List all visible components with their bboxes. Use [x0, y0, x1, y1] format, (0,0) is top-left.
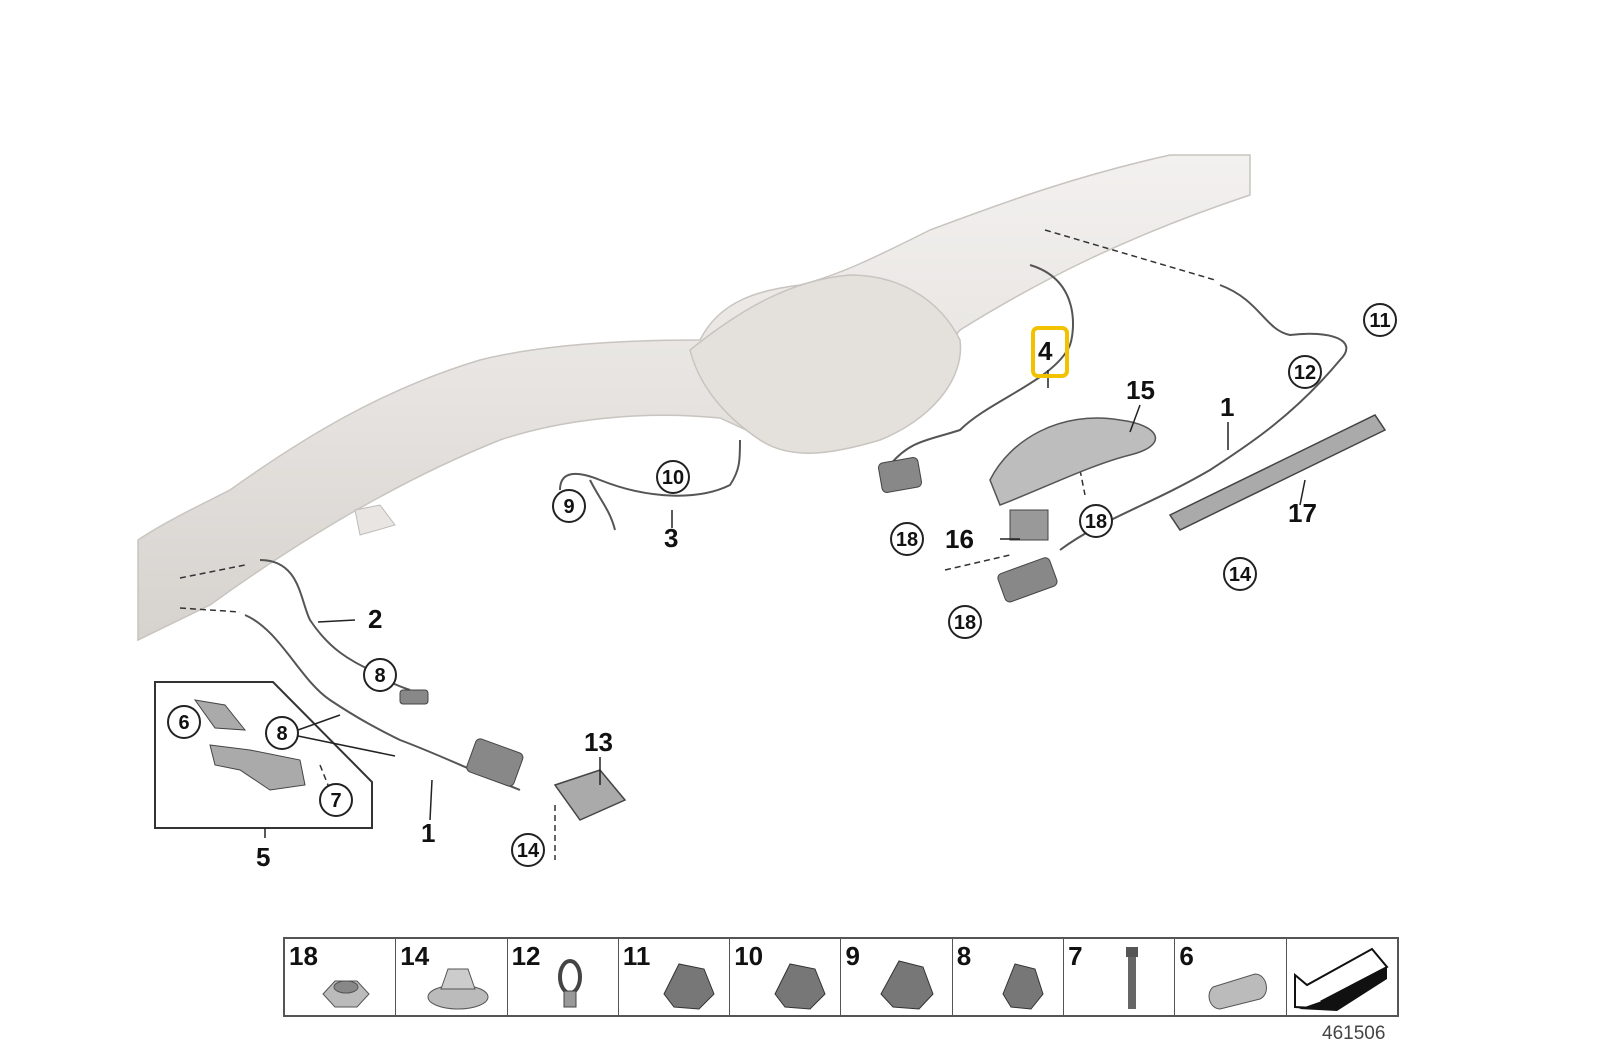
sensor-wiring [244, 264, 1348, 791]
circled-9: 9 [563, 496, 574, 518]
parts-num-14: 14 [400, 941, 430, 971]
cable-clip-icon [774, 963, 826, 1010]
parts-num-12: 12 [511, 941, 541, 971]
oxygen-sensor-4-connector [877, 457, 923, 493]
dash-lines [179, 229, 1216, 860]
parts-cell-10: 10 [730, 939, 842, 1015]
control-unit-1-left [466, 738, 524, 787]
nut-icon [322, 980, 370, 1008]
center-muffler [689, 274, 962, 454]
sleeve-icon [1208, 973, 1268, 1010]
circled-8-b: 8 [276, 723, 287, 745]
callout-13: 13 [584, 727, 613, 757]
parts-cell-9: 9 [841, 939, 953, 1015]
direction-arrow-icon [1293, 947, 1389, 1011]
parts-cell-7: 7 [1064, 939, 1176, 1015]
circled-18-c: 18 [954, 612, 976, 634]
parts-num-11: 11 [622, 941, 651, 971]
parts-num-7: 7 [1068, 941, 1083, 971]
control-unit-1-right [997, 557, 1058, 603]
cable-clip-icon [1002, 963, 1044, 1010]
parts-num-8: 8 [956, 941, 972, 971]
circled-14-b: 14 [517, 840, 540, 862]
sensor-components [399, 457, 1058, 787]
callout-1-left: 1 [421, 818, 435, 848]
parts-cell-14: 14 [396, 939, 508, 1015]
parts-num-9: 9 [845, 941, 860, 971]
circled-8-a: 8 [374, 665, 385, 687]
rail-17 [1168, 414, 1387, 531]
parts-cell-arrow [1287, 939, 1397, 1015]
callout-1-right: 1 [1220, 392, 1234, 422]
parts-num-10: 10 [734, 941, 764, 971]
callout-labels: 4 15 1 17 16 3 2 13 1 5 [256, 336, 1317, 872]
circled-10: 10 [662, 467, 684, 489]
highlight-box [1031, 326, 1069, 378]
circled-callouts [167, 303, 1397, 867]
circled-11: 11 [1369, 310, 1390, 332]
parts-cell-8: 8 [953, 939, 1065, 1015]
circled-12: 12 [1294, 362, 1316, 384]
parts-cell-11: 11 [619, 939, 731, 1015]
callout-16: 16 [945, 524, 974, 554]
circled-18-a: 18 [896, 529, 918, 551]
kit-5-box [154, 681, 373, 829]
circled-7: 7 [330, 790, 341, 812]
callout-3: 3 [664, 523, 678, 553]
circled-6: 6 [178, 712, 189, 734]
cable-clip-icon [880, 960, 935, 1010]
small-parts-bar: 18 14 12 11 10 9 8 7 [283, 937, 1399, 1017]
callout-15: 15 [1126, 375, 1155, 405]
circled-14-a: 14 [1229, 564, 1252, 586]
holder-13 [553, 769, 627, 821]
parts-cell-18: 18 [285, 939, 397, 1015]
callout-17: 17 [1288, 498, 1317, 528]
cable-clip-icon [663, 963, 715, 1010]
flange-nut-icon [427, 968, 489, 1010]
parts-cell-6: 6 [1175, 939, 1287, 1015]
connector-2 [399, 689, 429, 705]
leader-lines [264, 370, 1306, 838]
mount-bracket [354, 504, 396, 536]
circled-18-b: 18 [1085, 511, 1107, 533]
callout-5: 5 [256, 842, 270, 872]
callout-2: 2 [368, 604, 382, 634]
exhaust-pipe-assembly [137, 154, 1251, 642]
bracket-16 [1009, 509, 1049, 541]
bracket-15 [989, 417, 1157, 506]
parts-num-6: 6 [1179, 941, 1194, 971]
kit-5-parts [193, 699, 306, 791]
bolt-icon [1126, 947, 1139, 1009]
diagram-number: 461506 [1322, 1023, 1386, 1044]
parts-cell-12: 12 [508, 939, 619, 1015]
callout-4: 4 [1038, 336, 1053, 366]
parts-num-18: 18 [289, 941, 318, 971]
clamp-clip-icon [557, 959, 582, 1008]
